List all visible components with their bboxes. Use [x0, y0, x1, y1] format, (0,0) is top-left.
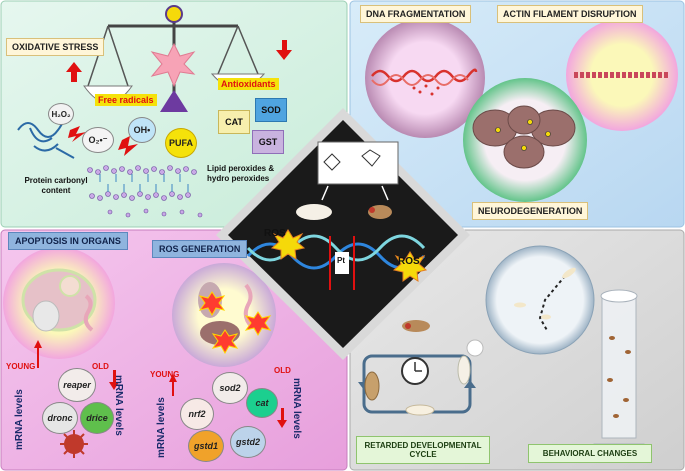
gene-nrf2: nrf2 — [180, 398, 214, 430]
center-pt: Pt — [337, 256, 345, 265]
title-dna-fragmentation: DNA FRAGMENTATION — [360, 5, 472, 23]
title-developmental: RETARDED DEVELOPMENTAL CYCLE — [356, 436, 490, 464]
gene-gstd1: gstd1 — [188, 430, 224, 462]
ros-mrna-right: mRNA levels — [291, 378, 302, 439]
center-ros-left: ROS — [264, 228, 286, 239]
sod-hexagon: SOD — [255, 98, 287, 122]
title-apoptosis: APOPTOSIS IN ORGANS — [8, 232, 128, 250]
label-lipid-peroxides: Lipid peroxides & hydro peroxides — [207, 164, 275, 183]
label-antioxidants: Antioxidants — [218, 78, 279, 90]
ros-old: OLD — [274, 366, 291, 375]
apoptosis-old: OLD — [92, 362, 109, 371]
h2o2-bubble: H₂O₂ — [48, 103, 74, 125]
gene-dronc: dronc — [42, 402, 78, 434]
title-ros-generation: ROS GENERATION — [152, 240, 248, 258]
center-ros-right: ROS — [398, 256, 420, 267]
apoptosis-mrna-left: mRNA levels — [14, 389, 25, 450]
gene-reaper: reaper — [58, 368, 96, 402]
ros-young: YOUNG — [150, 370, 180, 379]
gst-hexagon: GST — [252, 130, 284, 154]
gene-gstd2: gstd2 — [230, 426, 266, 458]
gene-cat: cat — [246, 388, 278, 418]
title-neurodegeneration: NEURODEGENERATION — [472, 202, 589, 220]
cat-hexagon: CAT — [218, 110, 250, 134]
apoptosis-young: YOUNG — [6, 362, 36, 371]
label-free-radicals: Free radicals — [95, 94, 157, 106]
title-behavioral: BEHAVIORAL CHANGES — [528, 444, 652, 463]
hydroxyl-bubble: OH• — [128, 117, 156, 143]
ros-mrna-left: mRNA levels — [156, 397, 167, 458]
apoptosis-mrna-right: mRNA levels — [113, 375, 124, 436]
superoxide-bubble: O₂•⁻ — [82, 127, 114, 153]
gene-drice: drice — [80, 402, 114, 434]
pufa-bubble: PUFA — [165, 128, 197, 158]
title-actin-disruption: ACTIN FILAMENT DISRUPTION — [497, 5, 643, 23]
gene-sod2: sod2 — [212, 372, 248, 404]
title-oxidative-stress: OXIDATIVE STRESS — [6, 38, 105, 56]
label-protein-carbonyl: Protein carbonyl content — [24, 176, 88, 195]
